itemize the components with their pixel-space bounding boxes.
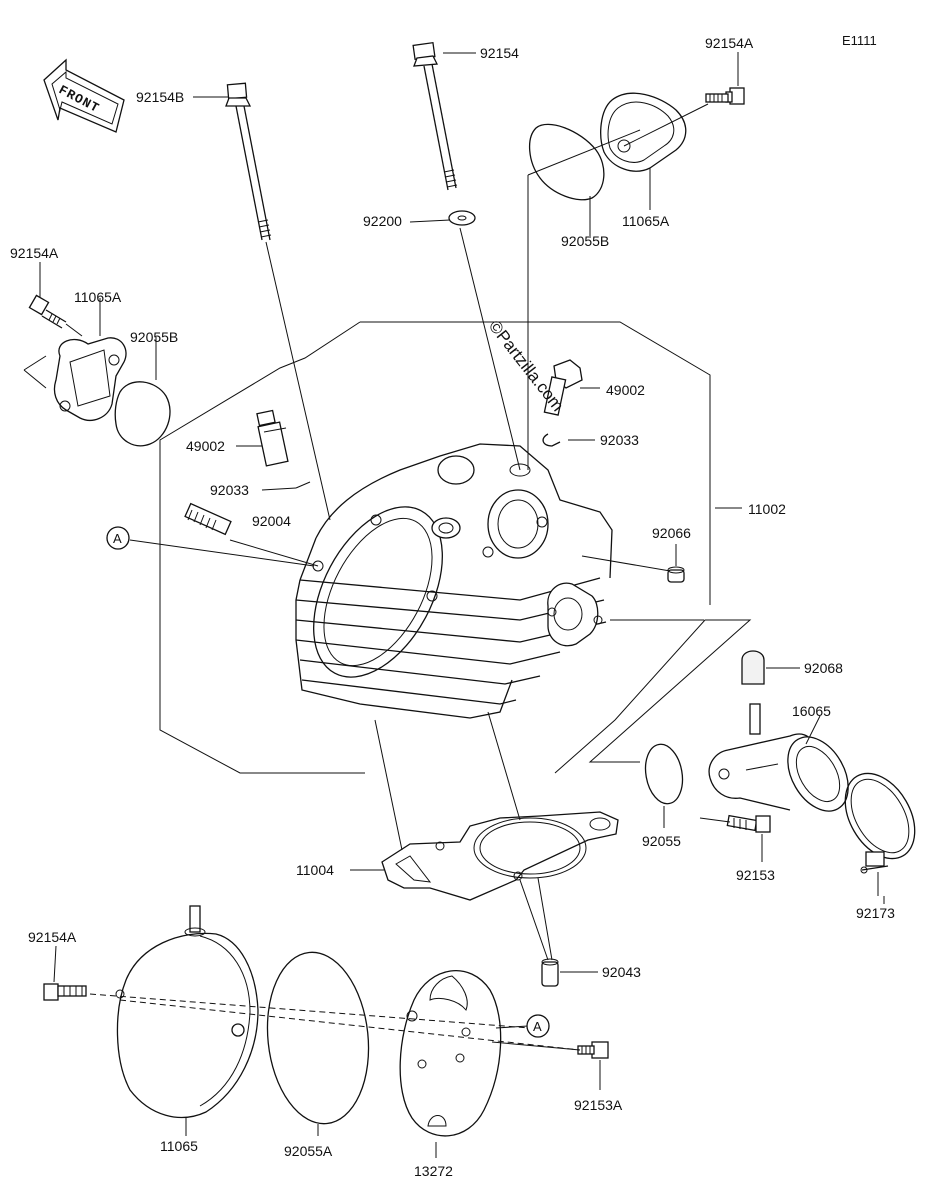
- washer-92200: [448, 210, 476, 226]
- part-label: 11004: [296, 862, 334, 878]
- part-label: 49002: [186, 438, 225, 454]
- part-label: 92004: [252, 513, 291, 529]
- clamp-92173: [844, 772, 916, 896]
- assembly-frame: [159, 129, 752, 774]
- cap-92068: [741, 650, 800, 685]
- part-label: 92066: [652, 525, 691, 541]
- part-label: 16065: [792, 703, 831, 719]
- part-label: 92153A: [574, 1097, 623, 1113]
- part-label: 92055B: [561, 233, 609, 249]
- stud-92004: [184, 502, 319, 567]
- long-bolt-92154b: [225, 82, 331, 521]
- part-label: 13272: [414, 1163, 453, 1179]
- o-ring-92055a: [266, 951, 370, 1136]
- diagram-code: E1111: [842, 33, 877, 48]
- valve-guide-left: [256, 409, 311, 489]
- ref-marker-a-bottom: A: [526, 1014, 550, 1038]
- part-label: 92173: [856, 905, 895, 921]
- bolt-92154: [412, 41, 521, 471]
- part-label: 11065A: [622, 213, 670, 229]
- intake-pipe-16065: [708, 703, 849, 812]
- cylinder-head: [295, 443, 704, 719]
- part-label: 92154B: [136, 89, 184, 105]
- front-arrow-icon: FRONT: [43, 58, 125, 133]
- alignment-axis-lower: [119, 999, 581, 1051]
- part-label: 92043: [602, 964, 641, 980]
- part-label: 92200: [363, 213, 402, 229]
- part-label: 92033: [210, 482, 249, 498]
- valve-guide-right: [542, 359, 583, 447]
- part-label: 92154: [480, 45, 519, 61]
- label-leaders: [39, 52, 885, 904]
- part-label: 92055: [642, 833, 681, 849]
- svg-text:A: A: [113, 531, 122, 546]
- svg-text:A: A: [533, 1019, 542, 1034]
- part-label: 49002: [606, 382, 645, 398]
- tappet-cover-top: [529, 87, 745, 201]
- part-label: 11002: [748, 501, 786, 517]
- part-label: 92154A: [10, 245, 59, 261]
- head-gasket-11004: [374, 711, 619, 961]
- bolt-92153: [699, 814, 771, 862]
- part-label: 92068: [804, 660, 843, 676]
- tappet-cover-left: [23, 294, 171, 447]
- alignment-axis-upper: [89, 993, 531, 1029]
- plate-13272: [399, 970, 502, 1158]
- dowel-92066: [667, 544, 685, 583]
- part-label: 92154A: [28, 929, 77, 945]
- side-cover-11065: [115, 905, 259, 1136]
- dowel-92043: [541, 958, 598, 987]
- o-ring-92055: [644, 743, 684, 828]
- part-label: 92154A: [705, 35, 754, 51]
- ref-marker-a-left: A: [106, 526, 315, 567]
- part-label: 92055A: [284, 1143, 333, 1159]
- part-label: 92033: [600, 432, 639, 448]
- part-label: 11065A: [74, 289, 122, 305]
- part-label: 92153: [736, 867, 775, 883]
- part-label: 11065: [160, 1138, 198, 1154]
- bolt-92153a: [491, 1041, 609, 1090]
- part-labels: 92154 92154B 92154A 92200 92055B 11065A …: [10, 35, 895, 1179]
- part-label: 92055B: [130, 329, 178, 345]
- bolt-92154a-bottom: [43, 945, 87, 1001]
